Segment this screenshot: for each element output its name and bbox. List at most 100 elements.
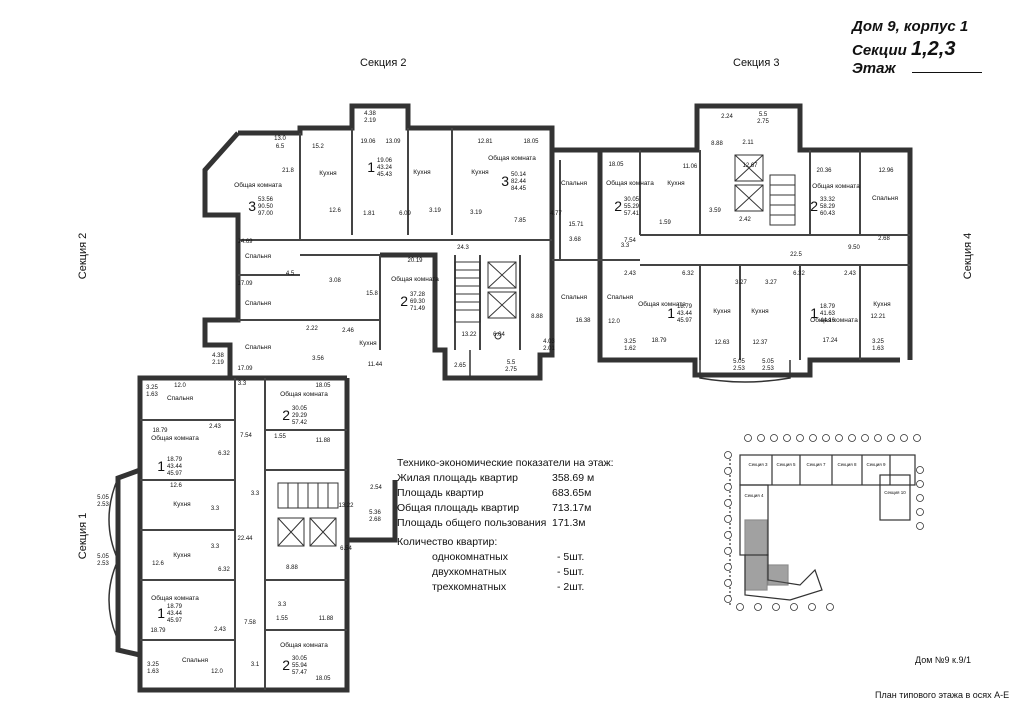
- area-value: 13.22: [338, 503, 354, 509]
- area-value: 21.8: [282, 168, 294, 174]
- area-value: 12.63: [714, 340, 730, 346]
- key-plan-section-label: Секция 7: [806, 462, 825, 467]
- key-plan-section-label: Секция 3: [748, 462, 767, 467]
- area-value: 12.6: [170, 483, 182, 489]
- area-value: 12.37: [752, 340, 768, 346]
- area-value: 2.53: [97, 561, 109, 567]
- area-value: 11.88: [319, 616, 334, 622]
- area-value: 1.63: [872, 346, 884, 352]
- apartment-area: 82.44: [511, 179, 527, 185]
- axis-marker: [724, 483, 732, 491]
- area-value: 2.01: [543, 346, 555, 352]
- axis-marker: [790, 603, 798, 611]
- room-label: Кухня: [359, 340, 377, 347]
- area-value: 7.54: [624, 238, 636, 244]
- area-value: 1.55: [276, 616, 288, 622]
- drawing-caption: План типового этажа в осях А-Е: [875, 690, 1010, 700]
- area-value: 2.75: [505, 367, 517, 373]
- area-value: 4.03: [543, 339, 555, 345]
- apartment-area: 29.29: [292, 413, 308, 419]
- room-label: Общая комната: [812, 182, 860, 190]
- area-value: 8.88: [531, 314, 543, 320]
- area-value: 3.25: [147, 662, 159, 668]
- apartment-total-area: 44.16: [820, 318, 836, 324]
- area-value: 5.5: [507, 360, 516, 366]
- key-plan-section-label: Секция 5: [776, 462, 795, 467]
- axis-marker: [900, 434, 908, 442]
- room-label: Спальня: [561, 294, 588, 301]
- axis-marker: [861, 434, 869, 442]
- area-value: 3.3: [238, 381, 247, 387]
- axis-marker: [913, 434, 921, 442]
- area-value: 5.5: [759, 112, 768, 118]
- room-label: Спальня: [245, 253, 272, 260]
- tep-title: Технико-экономические показатели на этаж…: [397, 457, 614, 469]
- axis-marker: [757, 434, 765, 442]
- area-value: 17.09: [237, 281, 253, 287]
- area-value: 20.36: [816, 168, 832, 174]
- section-1-label-left: Секция 1: [77, 512, 90, 560]
- area-value: 24.3: [457, 245, 469, 251]
- area-value: 5.05: [97, 495, 109, 501]
- apartment-living-area: 37.28: [410, 292, 426, 298]
- area-value: 9.50: [848, 245, 860, 251]
- axis-marker: [724, 467, 732, 475]
- area-value: 3.25: [146, 385, 158, 391]
- area-value: 6.54: [340, 546, 352, 552]
- area-value: 3.3: [278, 602, 287, 608]
- area-value: 5.05: [762, 359, 774, 365]
- area-value: 2.46: [342, 328, 354, 334]
- area-value: 18.79: [651, 338, 667, 344]
- room-label: Кухня: [173, 501, 191, 508]
- axis-marker: [724, 547, 732, 555]
- apartment-area: 43.44: [167, 464, 183, 470]
- area-value: 13.09: [385, 139, 401, 145]
- area-value: 6.32: [793, 271, 805, 277]
- apartment-rooms-count: 3: [501, 173, 509, 189]
- area-value: 18.79: [152, 428, 168, 434]
- floor-title: Этаж: [852, 60, 982, 77]
- area-value: 15.2: [312, 144, 324, 150]
- sections-title: Секции 1,2,3: [852, 38, 955, 61]
- room-label: Кухня: [173, 552, 191, 559]
- area-value: 13.0: [274, 136, 286, 142]
- apartment-rooms-count: 2: [282, 657, 290, 673]
- apartment-count-row: однокомнатных- 5шт.: [432, 551, 585, 563]
- section-3-label-top: Секция 3: [733, 57, 780, 69]
- apartment-total-area: 57.47: [292, 670, 308, 676]
- area-labels: 13.06.521.815.212.614.6917.0917.094.53.0…: [97, 111, 894, 682]
- area-value: 18.79: [150, 628, 166, 634]
- area-value: 1.63: [146, 392, 158, 398]
- area-value: 2.68: [369, 517, 381, 523]
- area-value: 2.53: [762, 366, 774, 372]
- apartment-area: 55.29: [624, 204, 640, 210]
- apartment-rooms-count: 2: [282, 407, 290, 423]
- axis-marker: [809, 434, 817, 442]
- axis-marker: [724, 595, 732, 603]
- apartment-rooms-count: 1: [157, 458, 165, 474]
- apartment-rooms-count: 3: [248, 198, 256, 214]
- room-label: Общая комната: [606, 179, 654, 187]
- room-label: Кухня: [413, 169, 431, 176]
- apartment-total-area: 45.97: [167, 471, 183, 477]
- area-value: 2.24: [721, 114, 733, 120]
- apartment-area: 69.30: [410, 299, 426, 305]
- axis-marker: [916, 466, 924, 474]
- apartment-rooms-count: 2: [810, 198, 818, 214]
- area-value: 1.81: [363, 211, 375, 217]
- area-value: 4.5: [286, 271, 295, 277]
- axis-marker: [826, 603, 834, 611]
- area-value: 3.27: [735, 280, 747, 286]
- area-value: 2.65: [454, 363, 466, 369]
- area-value: 2.53: [97, 502, 109, 508]
- house-reference: Дом №9 к.9/1: [915, 655, 971, 665]
- area-value: 22.5: [790, 252, 802, 258]
- room-label: Кухня: [667, 180, 685, 187]
- area-value: 3.19: [470, 210, 482, 216]
- area-value: 1.59: [659, 220, 671, 226]
- axis-marker: [772, 603, 780, 611]
- area-value: 1.63: [147, 669, 159, 675]
- apartment-living-area: 30.05: [292, 656, 308, 662]
